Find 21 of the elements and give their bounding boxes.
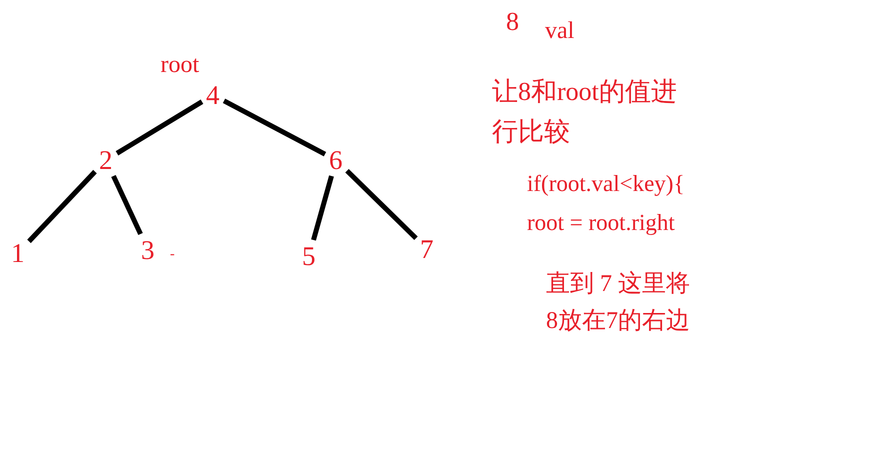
number-label: 8 (506, 6, 519, 38)
tree-edge (311, 175, 334, 241)
note-text: 让8和root的值进行比较 (492, 76, 678, 148)
tree-edge (111, 174, 143, 236)
stray-mark: - (170, 246, 175, 264)
tree-edge (345, 168, 418, 240)
tree-node-number: 3 (139, 236, 156, 264)
node-caption: root (160, 53, 200, 77)
tree-edge (27, 170, 97, 244)
tree-node-number: 7 (418, 235, 436, 263)
tree-node-number: 2 (97, 146, 114, 174)
tree-node-number: 4 (204, 81, 222, 109)
code-line: root = root.right (527, 209, 675, 237)
tree-edge (222, 98, 326, 156)
note-text: 直到 7 这里将8放在7的右边 (546, 270, 691, 336)
variable-label: val (545, 17, 574, 46)
tree-node-number: 5 (300, 242, 318, 270)
tree-node-number: 1 (9, 239, 26, 267)
tree-edge (116, 100, 204, 156)
tree-node-number: 6 (327, 146, 344, 174)
code-line: if(root.val<key){ (527, 170, 684, 198)
